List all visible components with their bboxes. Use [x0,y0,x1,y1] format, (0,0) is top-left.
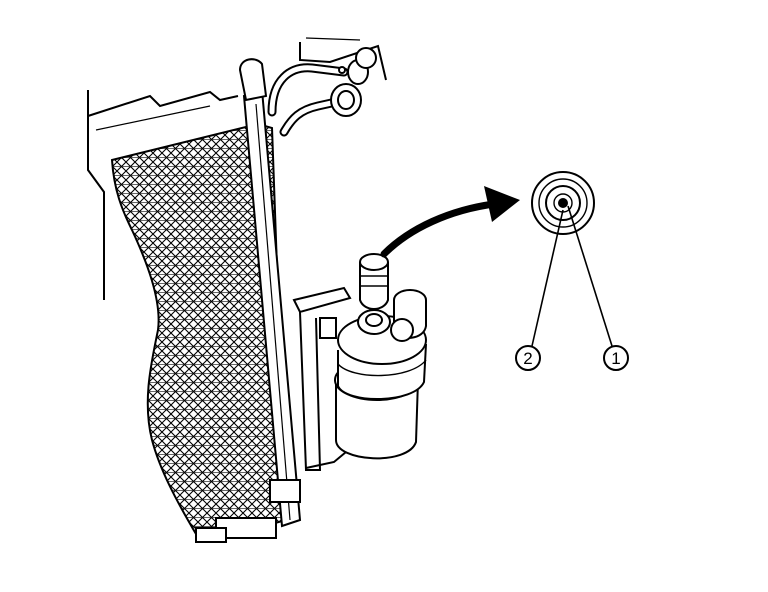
detail-arrow [380,186,520,258]
drier-bracket [292,286,352,471]
receiver-drier [334,253,427,460]
upper-pipe-fittings [267,47,377,137]
sight-glass-detail [531,171,595,235]
callout-1: 1 [603,345,629,371]
engine-housing [87,37,387,300]
leader-lines [531,205,613,347]
condenser-core [110,122,288,538]
callout-2-label: 2 [523,349,532,368]
condenser-side-tank [195,58,302,543]
callout-1-label: 1 [611,349,620,368]
callout-2: 2 [515,345,541,371]
